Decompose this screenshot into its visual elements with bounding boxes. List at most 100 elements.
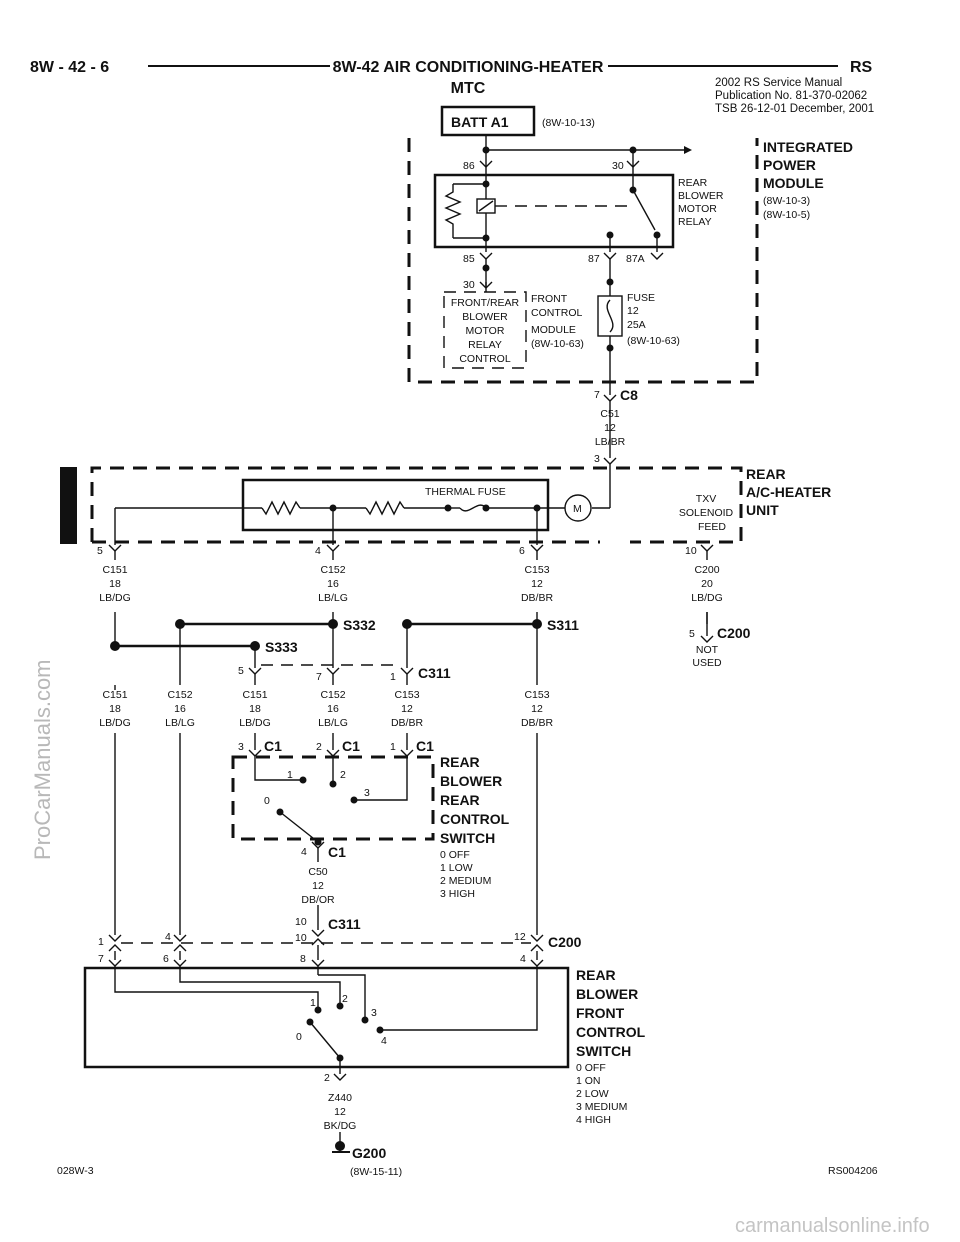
- front-switch-label-1: REAR: [576, 967, 616, 983]
- z440-label-1: Z440: [328, 1092, 352, 1104]
- thermal-fuse-label: THERMAL FUSE: [425, 486, 506, 498]
- s333-dot: [250, 641, 260, 651]
- pin-30b-label: 30: [463, 279, 475, 291]
- front-pin8-connector: [311, 959, 325, 967]
- unit-dot-2: [444, 504, 452, 512]
- front-switch-label-4: CONTROL: [576, 1024, 646, 1040]
- relay-coil-slash: [478, 200, 494, 212]
- front-sw-pos4-wire: [380, 966, 538, 1031]
- c151a-label-3: LB/DG: [99, 592, 131, 604]
- z440-label-3: BK/DG: [324, 1120, 357, 1132]
- rear-sw-pos0-label: 0: [264, 795, 270, 807]
- not-used-label-2: USED: [692, 657, 722, 669]
- z440-label-2: 12: [334, 1106, 346, 1118]
- s311-dot: [532, 619, 542, 629]
- rear-sw-dot-0: [276, 808, 284, 816]
- unit-pin10-label: 10: [685, 545, 697, 557]
- c200-pin4-bot: [173, 944, 187, 952]
- c311b-label: C311: [328, 916, 361, 932]
- unit-dot-4: [533, 504, 541, 512]
- c200-label: C200: [548, 934, 582, 950]
- front-switch-legend-1: 1 ON: [576, 1075, 601, 1087]
- pin-87a-label: 87A: [626, 253, 645, 265]
- front-sw-pos4-label: 4: [381, 1035, 387, 1047]
- c200-pin4-top: [173, 934, 187, 942]
- c153c-label-2: 12: [401, 703, 413, 715]
- unit-pin4-connector: [326, 544, 340, 552]
- frc-dot: [482, 264, 490, 272]
- txv-label-2: SOLENOID: [679, 507, 734, 519]
- fuse-dot-top: [606, 278, 614, 286]
- rear-switch-label-4: CONTROL: [440, 811, 510, 827]
- fuse-element: [606, 299, 614, 333]
- c152b-label-1: C152: [167, 689, 192, 701]
- frc-label-5: CONTROL: [459, 353, 510, 365]
- batt-a1-label: BATT A1: [451, 114, 509, 130]
- unit-label-3: UNIT: [746, 502, 779, 518]
- ipm-label-3: MODULE: [763, 175, 824, 191]
- s311-label: S311: [547, 617, 579, 633]
- txv-label-3: FEED: [698, 521, 726, 533]
- c1-pin1-connector: [400, 749, 414, 757]
- front-sw-pos1-wire: [114, 966, 319, 1010]
- resistor-2: [365, 500, 405, 516]
- c200-not-used-connector: C200: [717, 625, 751, 641]
- c200-pin12-bot: [530, 944, 544, 952]
- front-pin4-connector: [530, 959, 544, 967]
- s333-label: S333: [265, 639, 298, 655]
- front-sw-dot-4: [376, 1026, 384, 1034]
- unit-label-1: REAR: [746, 466, 786, 482]
- c50-label-3: DB/OR: [301, 894, 335, 906]
- rear-sw-pos1-label: 1: [287, 769, 293, 781]
- rear-switch-label-1: REAR: [440, 754, 480, 770]
- c153b-label-3: DB/BR: [521, 717, 554, 729]
- front-sw-pos2-label: 2: [342, 993, 348, 1005]
- front-sw-dot-1: [314, 1006, 322, 1014]
- rear-switch-label-2: BLOWER: [440, 773, 502, 789]
- fuse-dot-bot: [606, 344, 614, 352]
- c8-connector: [603, 394, 617, 402]
- c1-label-b: C1: [342, 738, 360, 754]
- ipm-label-2: POWER: [763, 157, 816, 173]
- fcm-label-4: (8W-10-63): [531, 338, 584, 350]
- front-sw-dot-3: [361, 1016, 369, 1024]
- pin-85-label: 85: [463, 253, 475, 265]
- pub-line-2: Publication No. 81-370-02062: [715, 90, 867, 102]
- c311-pin7-label: 7: [316, 671, 322, 683]
- unit-pin3-connector: [603, 457, 617, 465]
- c151c-label-2: 18: [249, 703, 261, 715]
- fuse-label-1: FUSE: [627, 292, 655, 304]
- front-pin2-connector: [333, 1073, 347, 1081]
- c200w-label-2: 20: [701, 578, 713, 590]
- unit-pin10-connector: [700, 544, 714, 552]
- txv-label-1: TXV: [696, 493, 716, 505]
- fuse-label-3: 25A: [627, 319, 646, 331]
- c200-pin1-label: 1: [98, 936, 104, 948]
- c311-label: C311: [418, 665, 451, 681]
- front-sw-dot-0: [306, 1018, 314, 1026]
- fcm-label-3: MODULE: [531, 324, 576, 336]
- front-switch-legend-4: 4 HIGH: [576, 1114, 611, 1126]
- front-switch-box: [83, 966, 570, 1069]
- c152c-label-2: 16: [327, 703, 339, 715]
- s333-dot-left: [110, 641, 120, 651]
- relay-label-1: REAR: [678, 177, 708, 189]
- rear-blower-relay-box: [433, 173, 675, 249]
- rear-switch-legend-3: 3 HIGH: [440, 888, 475, 900]
- ipm-label-1: INTEGRATED: [763, 139, 853, 155]
- c1-label-c: C1: [416, 738, 434, 754]
- front-pin6-connector: [173, 959, 187, 967]
- front-sw-arm: [309, 1021, 341, 1059]
- c151b-label-2: 18: [109, 703, 121, 715]
- relay-dot-87: [606, 231, 614, 239]
- front-pin8-label: 8: [300, 953, 306, 965]
- c51-label-1: C51: [600, 408, 619, 420]
- resistor-1: [261, 500, 301, 516]
- page-title: 8W-42 AIR CONDITIONING-HEATER: [333, 59, 604, 76]
- pin87-connector: [603, 252, 617, 260]
- relay-label-2: BLOWER: [678, 190, 724, 202]
- unit-pin5-connector: [108, 544, 122, 552]
- c51-label-3: LB/BR: [595, 436, 626, 448]
- not-used-label-1: NOT: [696, 644, 719, 656]
- c200-pin4-label: 4: [165, 931, 171, 943]
